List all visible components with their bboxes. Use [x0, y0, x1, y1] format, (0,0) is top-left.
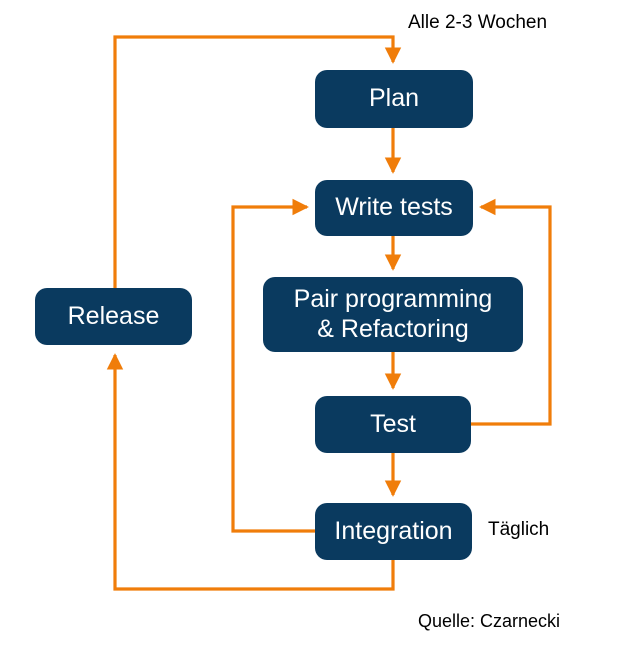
node-release[interactable]: Release	[35, 288, 192, 345]
caption-daily-cadence: Täglich	[488, 519, 550, 540]
connector-test-to-write-tests-loop	[471, 198, 552, 426]
node-plan[interactable]: Plan	[315, 70, 473, 128]
node-pair-programming-label: Pair programming & Refactoring	[293, 285, 493, 343]
node-integration-label: Integration	[334, 516, 453, 545]
node-write-tests[interactable]: Write tests	[315, 180, 473, 236]
connector-release-to-plan	[113, 35, 402, 288]
node-test[interactable]: Test	[315, 396, 471, 453]
node-release-label: Release	[67, 301, 160, 330]
node-write-tests-label: Write tests	[335, 193, 453, 222]
caption-cycle-duration: Alle 2-3 Wochen	[408, 12, 548, 33]
caption-source: Quelle: Czarnecki	[418, 611, 561, 631]
connector-integration-to-release	[106, 353, 395, 591]
node-pair-programming[interactable]: Pair programming & Refactoring	[263, 277, 523, 352]
node-plan-label: Plan	[368, 84, 420, 113]
node-integration[interactable]: Integration	[315, 503, 472, 560]
connector-integration-to-write-tests-loop	[231, 198, 315, 533]
node-test-label: Test	[370, 409, 416, 438]
